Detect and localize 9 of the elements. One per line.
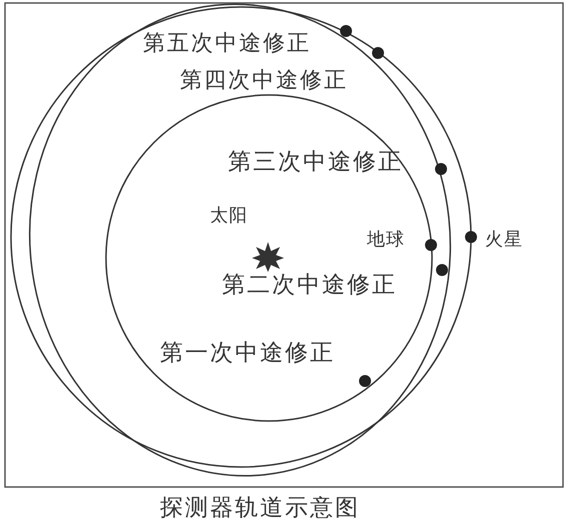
correction-label: 第一次中途修正: [160, 342, 335, 365]
diagram-caption: 探测器轨道示意图: [160, 497, 360, 520]
correction-label: 第五次中途修正: [143, 33, 311, 55]
correction-label: 第四次中途修正: [180, 70, 348, 92]
correction-label: 第三次中途修正: [228, 151, 403, 174]
sun-label: 太阳: [210, 207, 248, 225]
mars-label: 火星: [485, 231, 523, 249]
earth-label: 地球: [367, 231, 405, 249]
correction-label: 第二次中途修正: [222, 274, 397, 297]
